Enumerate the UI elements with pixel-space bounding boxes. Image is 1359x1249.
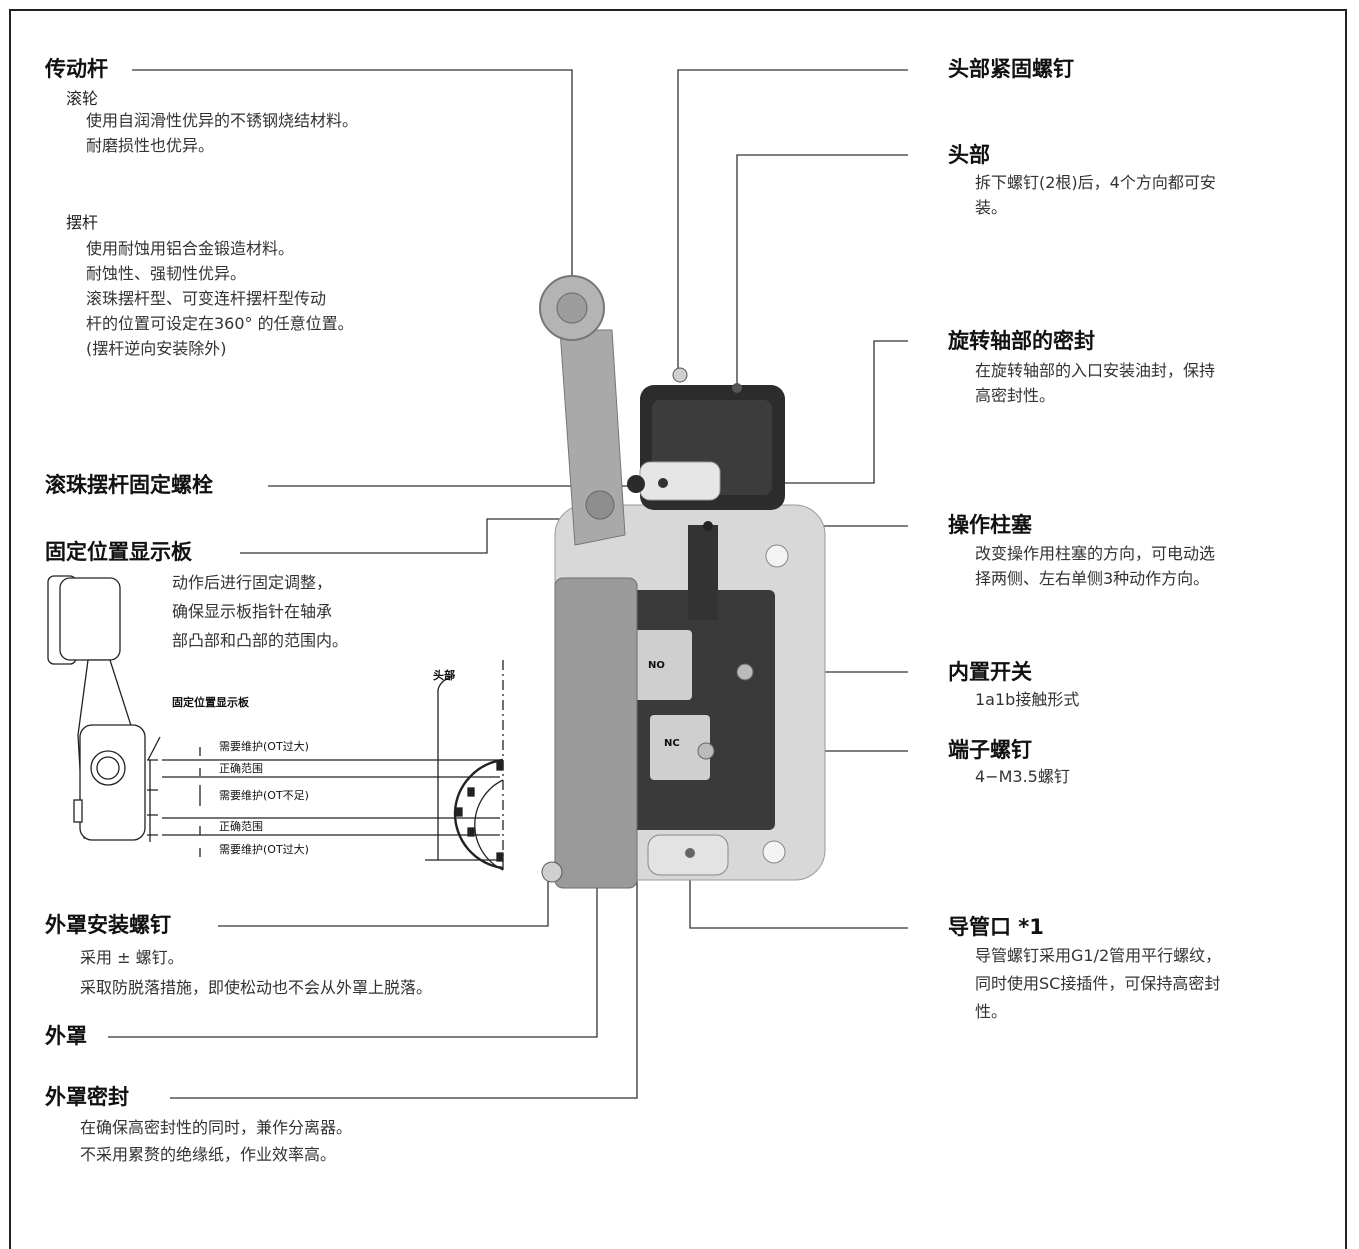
shaft-seal-desc-2: 高密封性。 [975,386,1056,405]
shaft-seal-desc-1: 在旋转轴部的入口安装油封，保持 [975,361,1216,380]
no-contact [632,630,692,700]
nc-mark: NC [664,738,680,749]
conduit-desc-3: 性。 [975,1002,1008,1021]
label-switch-title: 内置开关 [948,660,1032,684]
label-arm-bolt: 滚珠摆杆固定螺栓 [45,473,213,497]
leader-cover-screw [218,877,549,927]
inset-range-4: 正确范围 [219,820,263,833]
conduit-desc-1: 导管螺钉采用G1/2管用平行螺纹， [975,946,1222,965]
leader-lever [132,69,573,290]
label-shaft-seal-title: 旋转轴部的密封 [948,329,1095,353]
head-desc-2: 装。 [975,198,1008,217]
indicator-inset [47,575,504,871]
inset-range-3: 需要维护(OT不足) [219,789,309,802]
inset-range-2: 正确范围 [219,762,263,775]
roller-desc-2: 耐磨损性也优异。 [86,136,215,155]
label-lever-title: 传动杆 [45,57,108,81]
arm-desc-4: 杆的位置可设定在360° 的任意位置。 [86,314,354,333]
plunger-desc-2: 择两侧、左右单侧3种动作方向。 [975,569,1210,588]
leader-head [736,154,908,385]
inset-indicator-label: 固定位置显示板 [172,696,249,709]
cover-seal-desc-2: 不采用累赘的绝缘纸，作业效率高。 [80,1145,337,1164]
label-arm: 摆杆 [66,213,99,232]
diagram-frame [9,9,1347,1249]
label-cover: 外罩 [45,1024,87,1048]
switch-desc-1: 1a1b接触形式 [975,690,1080,709]
inset-range-1: 需要维护(OT过大) [219,740,309,753]
indicator-desc-2: 确保显示板指针在轴承 [172,602,333,621]
nc-contact [650,715,710,780]
label-head-screw: 头部紧固螺钉 [948,57,1074,81]
conduit-desc-2: 同时使用SC接插件，可保持高密封 [975,974,1221,993]
plunger-desc-1: 改变操作用柱塞的方向，可电动选 [975,544,1216,563]
cover-screw [541,861,563,883]
cover-screw-desc-2: 采取防脱落措施，即使松动也不会从外罩上脱落。 [80,978,433,997]
terminal-desc-1: 4−M3.5螺钉 [975,767,1070,786]
switch-illustration [47,69,908,1099]
lever-arm [539,275,645,546]
arm-desc-1: 使用耐蚀用铝合金锻造材料。 [86,239,295,258]
indicator-desc-3: 部凸部和凸部的范围内。 [172,631,349,650]
label-plunger-title: 操作柱塞 [948,513,1032,537]
leader-cover-seal [170,850,638,1099]
switch-body [541,367,826,889]
arm-desc-5: (摆杆逆向安装除外) [86,339,227,358]
cover [554,577,638,889]
head-desc-1: 拆下螺钉(2根)后，4个方向都可安 [975,173,1216,192]
label-terminal-title: 端子螺钉 [948,738,1032,762]
label-roller: 滚轮 [66,89,99,108]
label-conduit-title: 导管口 *1 [948,915,1044,939]
shaft [639,461,721,501]
cover-screw-desc-1: 采用 ± 螺钉。 [80,948,184,967]
roller-desc-1: 使用自润滑性优异的不锈钢烧结材料。 [86,111,359,130]
arm-bolt [627,475,645,493]
arm-desc-2: 耐蚀性、强韧性优异。 [86,264,247,283]
label-indicator-title: 固定位置显示板 [45,540,192,564]
no-mark: NO [648,660,665,671]
arm-desc-3: 滚珠摆杆型、可变连杆摆杆型传动 [86,289,327,308]
cover-seal-desc-1: 在确保高密封性的同时，兼作分离器。 [80,1118,353,1137]
inset-head-label: 头部 [433,669,455,682]
label-head-title: 头部 [948,143,990,167]
head-screw [672,367,688,383]
switch-cavity [625,590,775,830]
label-cover-screw-title: 外罩安装螺钉 [45,913,171,937]
leader-cover [108,823,598,1038]
inset-range-5: 需要维护(OT过大) [219,843,309,856]
leader-head-screw [677,69,908,369]
plunger [688,525,718,620]
indicator-desc-1: 动作后进行固定调整， [172,573,333,592]
label-cover-seal-title: 外罩密封 [45,1085,129,1109]
